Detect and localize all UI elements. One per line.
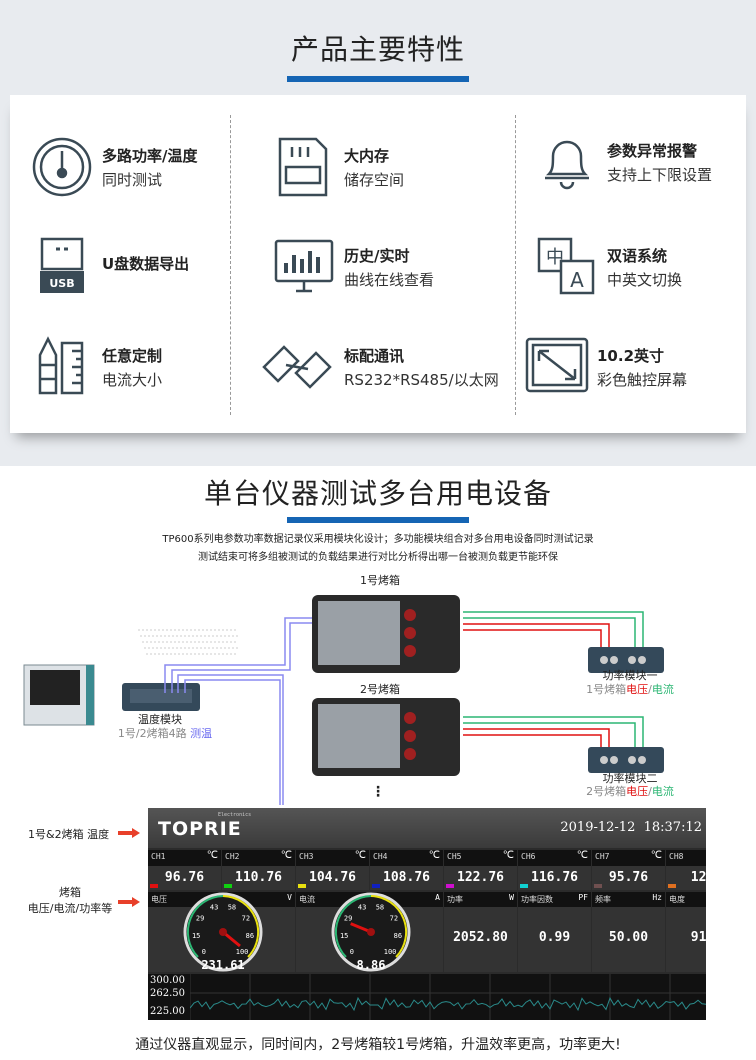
gauge-value: 231.61 (201, 958, 244, 972)
gauge-dial: 015 29 43 58 72 86 100 8.86 (331, 892, 411, 972)
svg-text:A: A (570, 268, 584, 292)
datetime: 2019-12-12 18:37:12 (560, 820, 702, 835)
feature-item: 标配通讯 RS232*RS485/以太网 (260, 335, 499, 405)
arrow-right-icon (118, 828, 140, 838)
gauge-tick: 0 (202, 948, 206, 956)
feature-item: 多路功率/温度 同时测试 (30, 135, 250, 205)
title-underline (287, 76, 469, 82)
pen-ruler-icon (38, 336, 84, 395)
features-card: 多路功率/温度 同时测试 大内存 储存空间 参数异常报警 支持上下限设置 USB… (10, 95, 746, 433)
temp-module-label: 温度模块 (138, 713, 182, 726)
link-icon (262, 345, 332, 389)
gauge-tick: 15 (340, 932, 348, 940)
gauge-tick: 72 (242, 915, 250, 923)
gauge-icon (32, 137, 92, 197)
channel-color-swatch (668, 884, 676, 888)
channel-tile: CH8℃124 (666, 850, 706, 890)
gauge-tick: 43 (358, 904, 366, 912)
gauge-tick: 58 (376, 904, 384, 912)
feature-item: 10.2英寸 彩色触控屏幕 (525, 335, 745, 405)
channel-color-swatch (520, 884, 528, 888)
channel-color-swatch (298, 884, 306, 888)
gauge-tick: 0 (350, 948, 354, 956)
gauge-tick: 100 (384, 948, 397, 956)
channel-color-swatch (224, 884, 232, 888)
temp-module-icon (122, 683, 200, 711)
subtitle-line: TP600系列电参数功率数据记录仪采用模块化设计；多功能模块组合对多台用电设备同… (162, 534, 594, 545)
channel-color-swatch (594, 884, 602, 888)
oven-2-icon (312, 698, 460, 776)
brand-logo: TOPRIE (158, 818, 242, 840)
recorder-device-icon (23, 664, 95, 726)
gauge-value: 8.86 (357, 958, 386, 972)
channel-color-swatch (150, 884, 158, 888)
arrow-right-icon (118, 897, 140, 907)
gauge-tick: 58 (228, 904, 236, 912)
connection-diagram (23, 595, 664, 805)
gauge-tick: 86 (394, 932, 402, 940)
feature-item: 参数异常报警 支持上下限设置 (535, 130, 755, 200)
gauge-tick: 29 (344, 915, 352, 923)
trend-chart: 300.00 262.50 225.00 (148, 974, 706, 1020)
section2-title: 单台仪器测试多台用电设备 (203, 477, 552, 510)
resize-screen-icon (525, 337, 589, 393)
svg-text:中: 中 (546, 247, 564, 268)
feature-item: 历史/实时 曲线在线查看 (272, 235, 492, 305)
channel-color-swatch (446, 884, 454, 888)
power-module-2-icon (588, 747, 664, 773)
gauge-tick: 29 (196, 915, 204, 923)
feature-item: USB U盘数据导出 (30, 235, 250, 305)
oven-1-icon (312, 595, 460, 673)
feature-item: 大内存 储存空间 (272, 135, 492, 205)
title-underline (287, 517, 469, 523)
trend-line (190, 974, 706, 1020)
gauge-dial: 015 29 43 58 72 86 100 231.61 (183, 892, 263, 972)
recorder-screen: Electronics TOPRIE 2019-12-12 18:37:12 C… (148, 808, 706, 1020)
side-label-temp: 1号&2烤箱 温度 (28, 828, 110, 841)
gauge-tick: 86 (246, 932, 254, 940)
divider (230, 115, 231, 415)
power-module-2-label: 功率模块二 (602, 772, 658, 785)
gauge-tick: 43 (210, 904, 218, 912)
caption: 通过仪器直观显示，同时间内，2号烤箱较1号烤箱，升温效率更高，功率更大! (135, 1037, 621, 1053)
features-title: 产品主要特性 (290, 33, 465, 66)
side-label-power: 烤箱电压/电流/功率等 (27, 886, 113, 915)
oven-1-label: 1号烤箱 (360, 574, 400, 587)
monitor-chart-icon (274, 239, 334, 293)
usb-icon: USB (40, 237, 84, 293)
gauge-tick: 100 (236, 948, 249, 956)
feature-item: 任意定制 电流大小 (30, 335, 250, 405)
temp-module-desc: 1号/2烤箱4路 测温 (117, 727, 213, 740)
svg-text:USB: USB (49, 277, 74, 290)
channel-color-swatch (372, 884, 380, 888)
gauge-tick: 15 (192, 932, 200, 940)
sd-card-icon (278, 137, 328, 197)
power-module-1-icon (588, 647, 664, 673)
screen-header: Electronics TOPRIE 2019-12-12 18:37:12 (148, 808, 706, 848)
oven-2-label: 2号烤箱 (360, 683, 400, 696)
subtitle-line: 测试结束可将多组被测试的负载结果进行对比分析得出哪一台被测负载更节能环保 (198, 552, 558, 563)
ellipsis: ⋮ (371, 784, 385, 800)
bell-icon (545, 140, 589, 190)
power-module-1-label: 功率模块一 (602, 669, 658, 682)
power-module-2-desc: 2号烤箱电压/电流 (586, 785, 674, 798)
gauge-tick: 72 (390, 915, 398, 923)
divider (515, 115, 516, 415)
power-module-1-desc: 1号烤箱电压/电流 (586, 683, 674, 696)
language-icon: 中A (537, 237, 595, 295)
